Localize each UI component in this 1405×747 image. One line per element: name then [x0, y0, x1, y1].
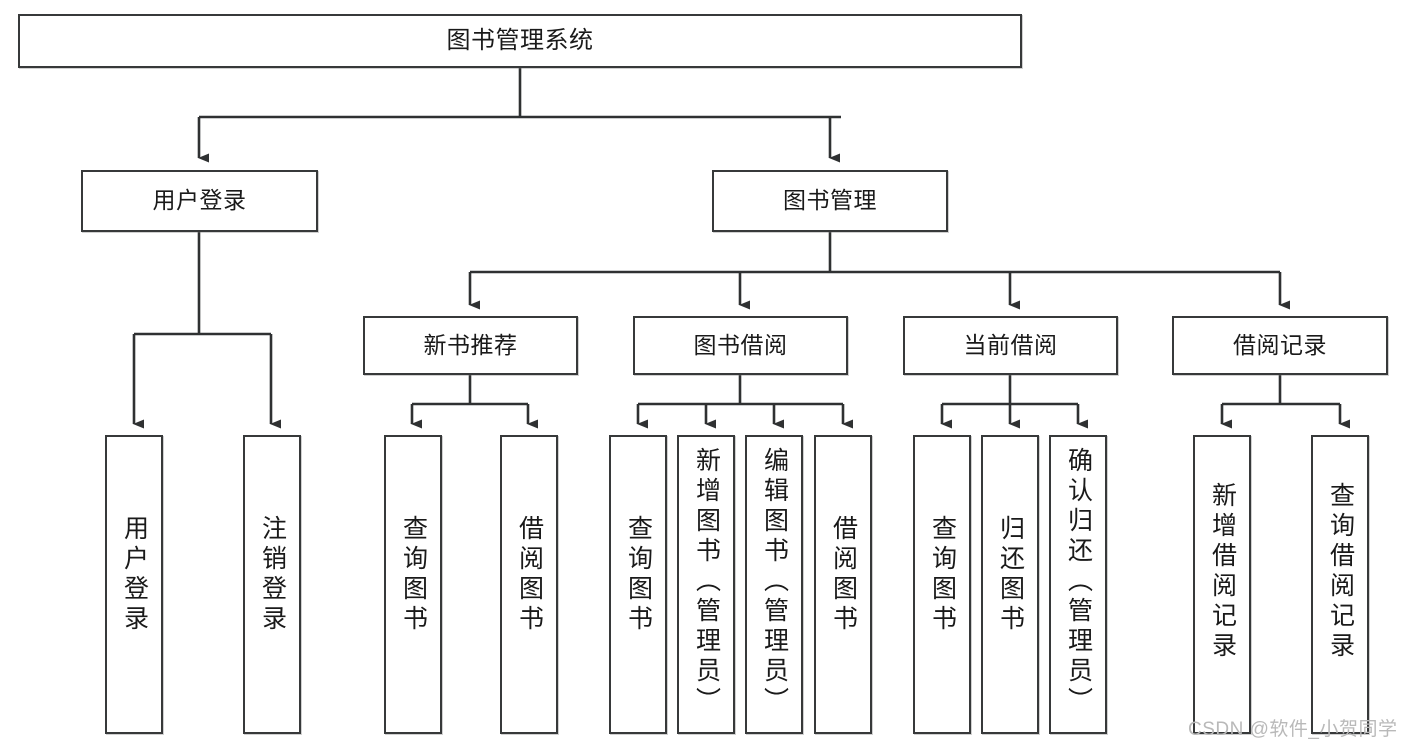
node-label: 新增借阅记录	[1208, 482, 1237, 662]
node-label: 用户登录	[152, 187, 247, 214]
csdn-watermark: CSDN @软件_小贺同学	[1188, 719, 1398, 740]
node-book-borrow[interactable]: 图书借阅	[633, 316, 848, 375]
node-new-book-recommend[interactable]: 新书推荐	[363, 316, 578, 375]
node-label: 确认归还（管理员）	[1064, 447, 1093, 717]
leaf-query-book-borrow[interactable]: 查询图书	[609, 435, 667, 734]
node-label: 图书借阅	[693, 331, 788, 358]
leaf-return-book[interactable]: 归还图书	[981, 435, 1039, 734]
node-label: 用户登录	[120, 515, 149, 635]
node-label: 图书管理	[783, 187, 877, 214]
node-label: 编辑图书（管理员）	[760, 447, 789, 717]
node-label: 图书管理系统	[446, 26, 594, 54]
leaf-borrow-book-recommend[interactable]: 借阅图书	[500, 435, 558, 734]
leaf-edit-book[interactable]: 编辑图书（管理员）	[745, 435, 803, 734]
leaf-query-borrow-record[interactable]: 查询借阅记录	[1311, 435, 1369, 734]
node-root-system[interactable]: 图书管理系统	[18, 14, 1022, 68]
node-user-login[interactable]: 用户登录	[81, 170, 318, 232]
node-label: 注销登录	[258, 515, 287, 635]
node-label: 查询图书	[928, 515, 957, 635]
node-label: 新增图书（管理员）	[692, 447, 721, 717]
node-label: 归还图书	[996, 515, 1025, 635]
node-label: 查询图书	[399, 515, 428, 635]
node-current-borrow[interactable]: 当前借阅	[903, 316, 1118, 375]
leaf-logout-login[interactable]: 注销登录	[243, 435, 301, 734]
node-label: 当前借阅	[963, 331, 1058, 358]
node-label: 新书推荐	[423, 331, 518, 358]
node-book-manage[interactable]: 图书管理	[712, 170, 948, 232]
leaf-query-book-recommend[interactable]: 查询图书	[384, 435, 442, 734]
leaf-add-borrow-record[interactable]: 新增借阅记录	[1193, 435, 1251, 734]
node-label: 查询借阅记录	[1326, 482, 1355, 662]
node-label: 查询图书	[624, 515, 653, 635]
leaf-add-book[interactable]: 新增图书（管理员）	[677, 435, 735, 734]
node-label: 借阅记录	[1233, 331, 1327, 358]
leaf-borrow-book[interactable]: 借阅图书	[814, 435, 872, 734]
leaf-user-login[interactable]: 用户登录	[105, 435, 163, 734]
node-borrow-record[interactable]: 借阅记录	[1172, 316, 1388, 375]
leaf-confirm-return[interactable]: 确认归还（管理员）	[1049, 435, 1107, 734]
leaf-query-book-current[interactable]: 查询图书	[913, 435, 971, 734]
node-label: 借阅图书	[829, 515, 858, 635]
node-label: 借阅图书	[515, 515, 544, 635]
